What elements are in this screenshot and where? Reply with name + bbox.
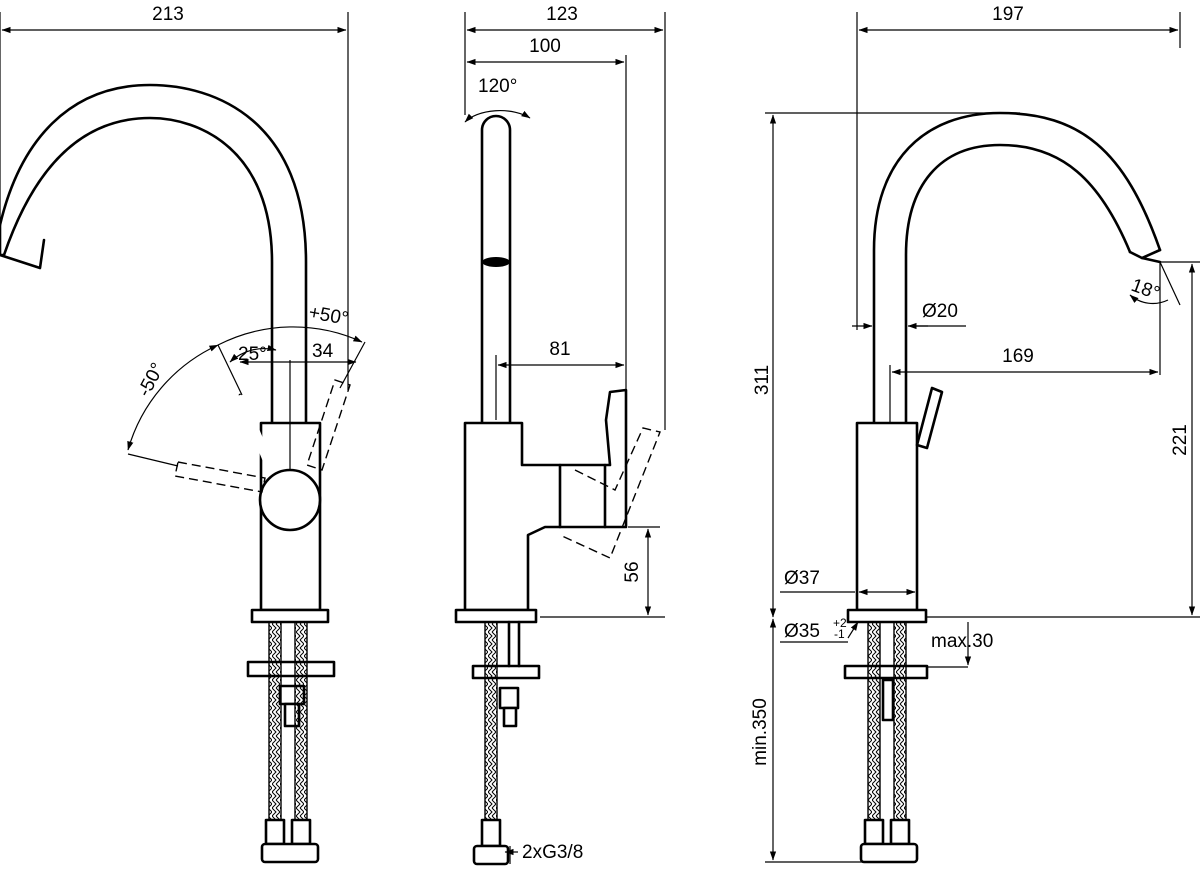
side-spout-depth-label: 100 xyxy=(529,36,561,57)
front-rotation-plus-label: +50° xyxy=(307,302,350,330)
front-width-label: 213 xyxy=(152,4,184,25)
side-lever-reach-label: 81 xyxy=(549,339,570,360)
front-view: 213 +50° -50° 25° 34 xyxy=(0,4,366,864)
rear-view: 197 311 18° Ø20 169 221 Ø37 xyxy=(750,4,1200,864)
rear-total-height-label: 311 xyxy=(752,365,773,395)
side-lever-height-label: 56 xyxy=(622,561,643,582)
front-lever-offset-label: 34 xyxy=(312,341,334,362)
side-depth-label: 123 xyxy=(546,4,578,25)
rear-min-length-label: min.350 xyxy=(750,698,771,766)
rear-outlet-height-label: 221 xyxy=(1170,424,1191,456)
rear-spout-reach-label: 169 xyxy=(1002,346,1034,367)
front-lever-angle-label: 25° xyxy=(238,344,267,365)
rear-hole-tol-minus: -1 xyxy=(834,627,845,641)
side-connections-label: 2xG3/8 xyxy=(522,842,583,863)
rear-outlet-angle-label: 18° xyxy=(1128,275,1162,305)
rear-width-label: 197 xyxy=(992,4,1024,25)
rear-spout-diameter-label: Ø20 xyxy=(922,301,958,322)
front-rotation-minus-label: -50° xyxy=(134,360,169,401)
side-swivel-label: 120° xyxy=(478,76,517,97)
rear-hole-tol-plus: +2 xyxy=(833,616,847,630)
rear-body-diameter-label: Ø37 xyxy=(784,568,820,589)
rear-hole-diameter-label: Ø35 xyxy=(784,621,820,642)
rear-max-deck-label: max.30 xyxy=(931,631,993,652)
side-view: 123 100 120° 81 56 2xG3/8 xyxy=(454,4,666,866)
